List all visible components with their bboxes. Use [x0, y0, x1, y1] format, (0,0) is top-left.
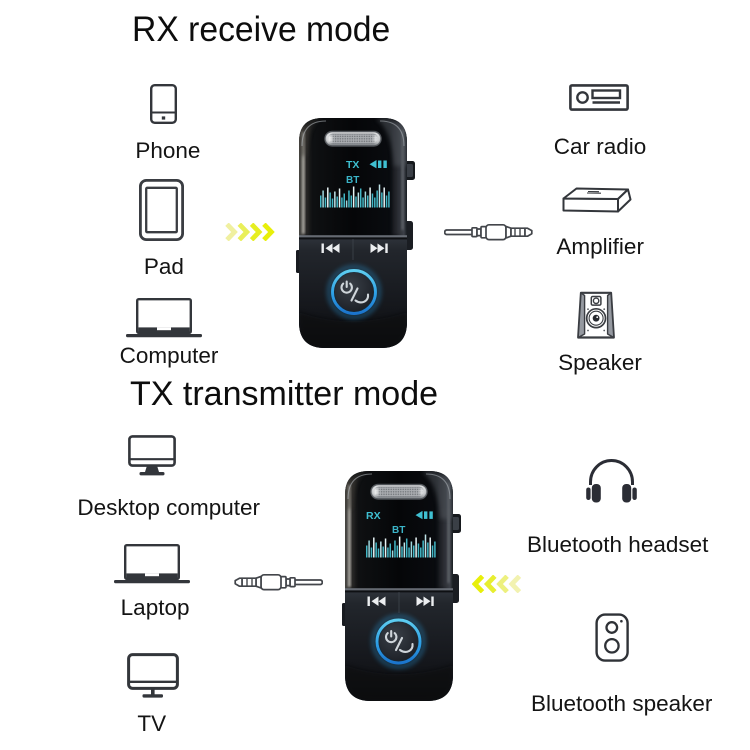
svg-text:BT: BT: [346, 175, 359, 186]
svg-text:BT: BT: [392, 525, 405, 536]
svg-text:TX: TX: [346, 159, 359, 171]
svg-text:RX: RX: [366, 510, 381, 522]
